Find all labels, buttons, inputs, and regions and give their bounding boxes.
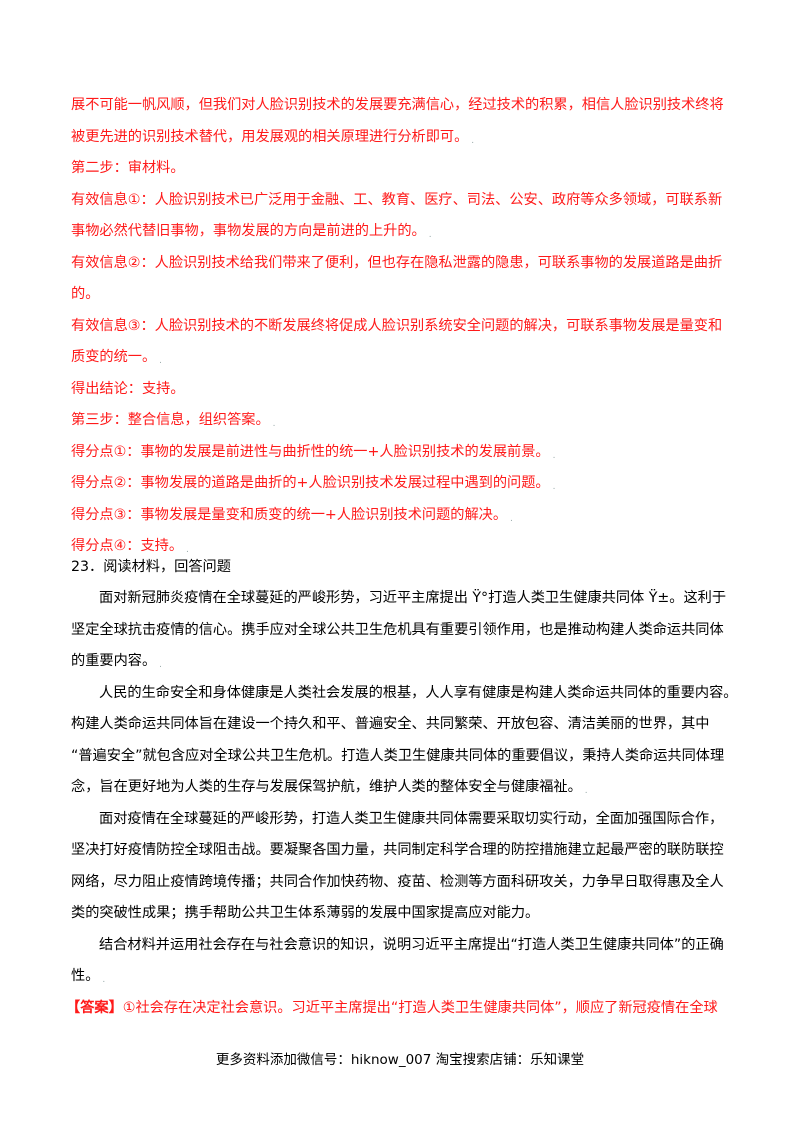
analysis-line: 得分点③：事物发展是量变和质变的统一+人脸识别技术问题的解决。. bbox=[71, 507, 513, 524]
material-line: 面对新冠肺炎疫情在全球蔓延的严峻形势，习近平主席提出 Ÿ°打造人类卫生健康共同体… bbox=[99, 590, 727, 606]
material-line: 坚决打好疫情防控全球阻击战。要凝聚各国力量，共同制定科学合理的防控措施建立起最严… bbox=[71, 842, 724, 858]
material-line: 人民的生命安全和身体健康是人类社会发展的根基，人人享有健康是构建人类命运共同体的… bbox=[99, 685, 733, 701]
analysis-line: 有效信息③：人脸识别技术的不断发展终将促成人脸识别系统安全问题的解决，可联系事物… bbox=[71, 318, 723, 334]
analysis-line: 事物必然代替旧事物，事物发展的方向是前进的上升的。. bbox=[71, 223, 432, 240]
analysis-line: 展不可能一帆风顺，但我们对人脸识别技术的发展要充满信心，经过技术的积累，相信人脸… bbox=[71, 97, 724, 113]
answer-line: 【答案】①社会存在决定社会意识。习近平主席提出“打造人类卫生健康共同体”，顺应了… bbox=[66, 998, 733, 1018]
analysis-line: 有效信息②：人脸识别技术给我们带来了便利，但也存在隐私泄露的隐患，可联系事物的发… bbox=[71, 255, 723, 271]
material-line: 坚定全球抗击疫情的信心。携手应对全球公共卫生危机具有重要引领作用，也是推动构建人… bbox=[71, 622, 724, 638]
material-line: “普遍安全”就包含应对全球公共卫生危机。打造人类卫生健康共同体的重要倡议，秉持人… bbox=[71, 748, 725, 764]
question-prompt: 结合材料并运用社会存在与社会意识的知识，说明习近平主席提出“打造人类卫生健康共同… bbox=[99, 937, 724, 953]
answer-label: 【答案】 bbox=[66, 1000, 123, 1016]
analysis-line: 的。 bbox=[71, 286, 100, 302]
analysis-line: 有效信息①：人脸识别技术已广泛用于金融、工、教育、医疗、司法、公安、政府等众多领… bbox=[71, 192, 723, 208]
analysis-line: 得分点②：事物发展的道路是曲折的+人脸识别技术发展过程中遇到的问题。. bbox=[71, 475, 556, 492]
analysis-line: 得分点①：事物的发展是前进性与曲折性的统一+人脸识别技术的发展前景。. bbox=[71, 444, 556, 461]
question-header: 23．阅读材料，回答问题 bbox=[71, 559, 231, 575]
page-footer: 更多资料添加微信号：hiknow_007 淘宝搜索店铺：乐知课堂 bbox=[215, 1052, 585, 1068]
analysis-line: 被更先进的识别技术替代，用发展观的相关原理进行分析即可。. bbox=[71, 129, 475, 146]
analysis-line: 质变的统一。. bbox=[71, 349, 163, 366]
material-line: 面对疫情在全球蔓延的严峻形势，打造人类卫生健康共同体需要采取切实行动，全面加强国… bbox=[99, 811, 724, 827]
analysis-line: 得分点④：支持。. bbox=[71, 538, 189, 555]
analysis-line: 第二步：审材料。 bbox=[71, 160, 185, 176]
material-line: 网络，尽力阻止疫情跨境传播；共同合作加快药物、疫苗、检测等方面科研攻关，力争早日… bbox=[71, 874, 724, 890]
analysis-line: 得出结论：支持。 bbox=[71, 381, 185, 397]
material-line: 类的突破性成果；携手帮助公共卫生体系薄弱的发展中国家提高应对能力。 bbox=[71, 905, 540, 921]
analysis-line: 第三步：整合信息，组织答案。. bbox=[71, 412, 276, 429]
answer-text: ①社会存在决定社会意识。习近平主席提出“打造人类卫生健康共同体”，顺应了新冠疫情… bbox=[122, 1000, 718, 1016]
material-line: 的重要内容。. bbox=[71, 653, 163, 670]
question-prompt: 性。. bbox=[71, 968, 106, 985]
material-line: 构建人类命运共同体旨在建设一个持久和平、普遍安全、共同繁荣、开放包容、清洁美丽的… bbox=[71, 716, 710, 732]
material-line: 念，旨在更好地为人类的生存与发展保驾护航，维护人类的整体安全与健康福祉。. bbox=[71, 779, 588, 796]
